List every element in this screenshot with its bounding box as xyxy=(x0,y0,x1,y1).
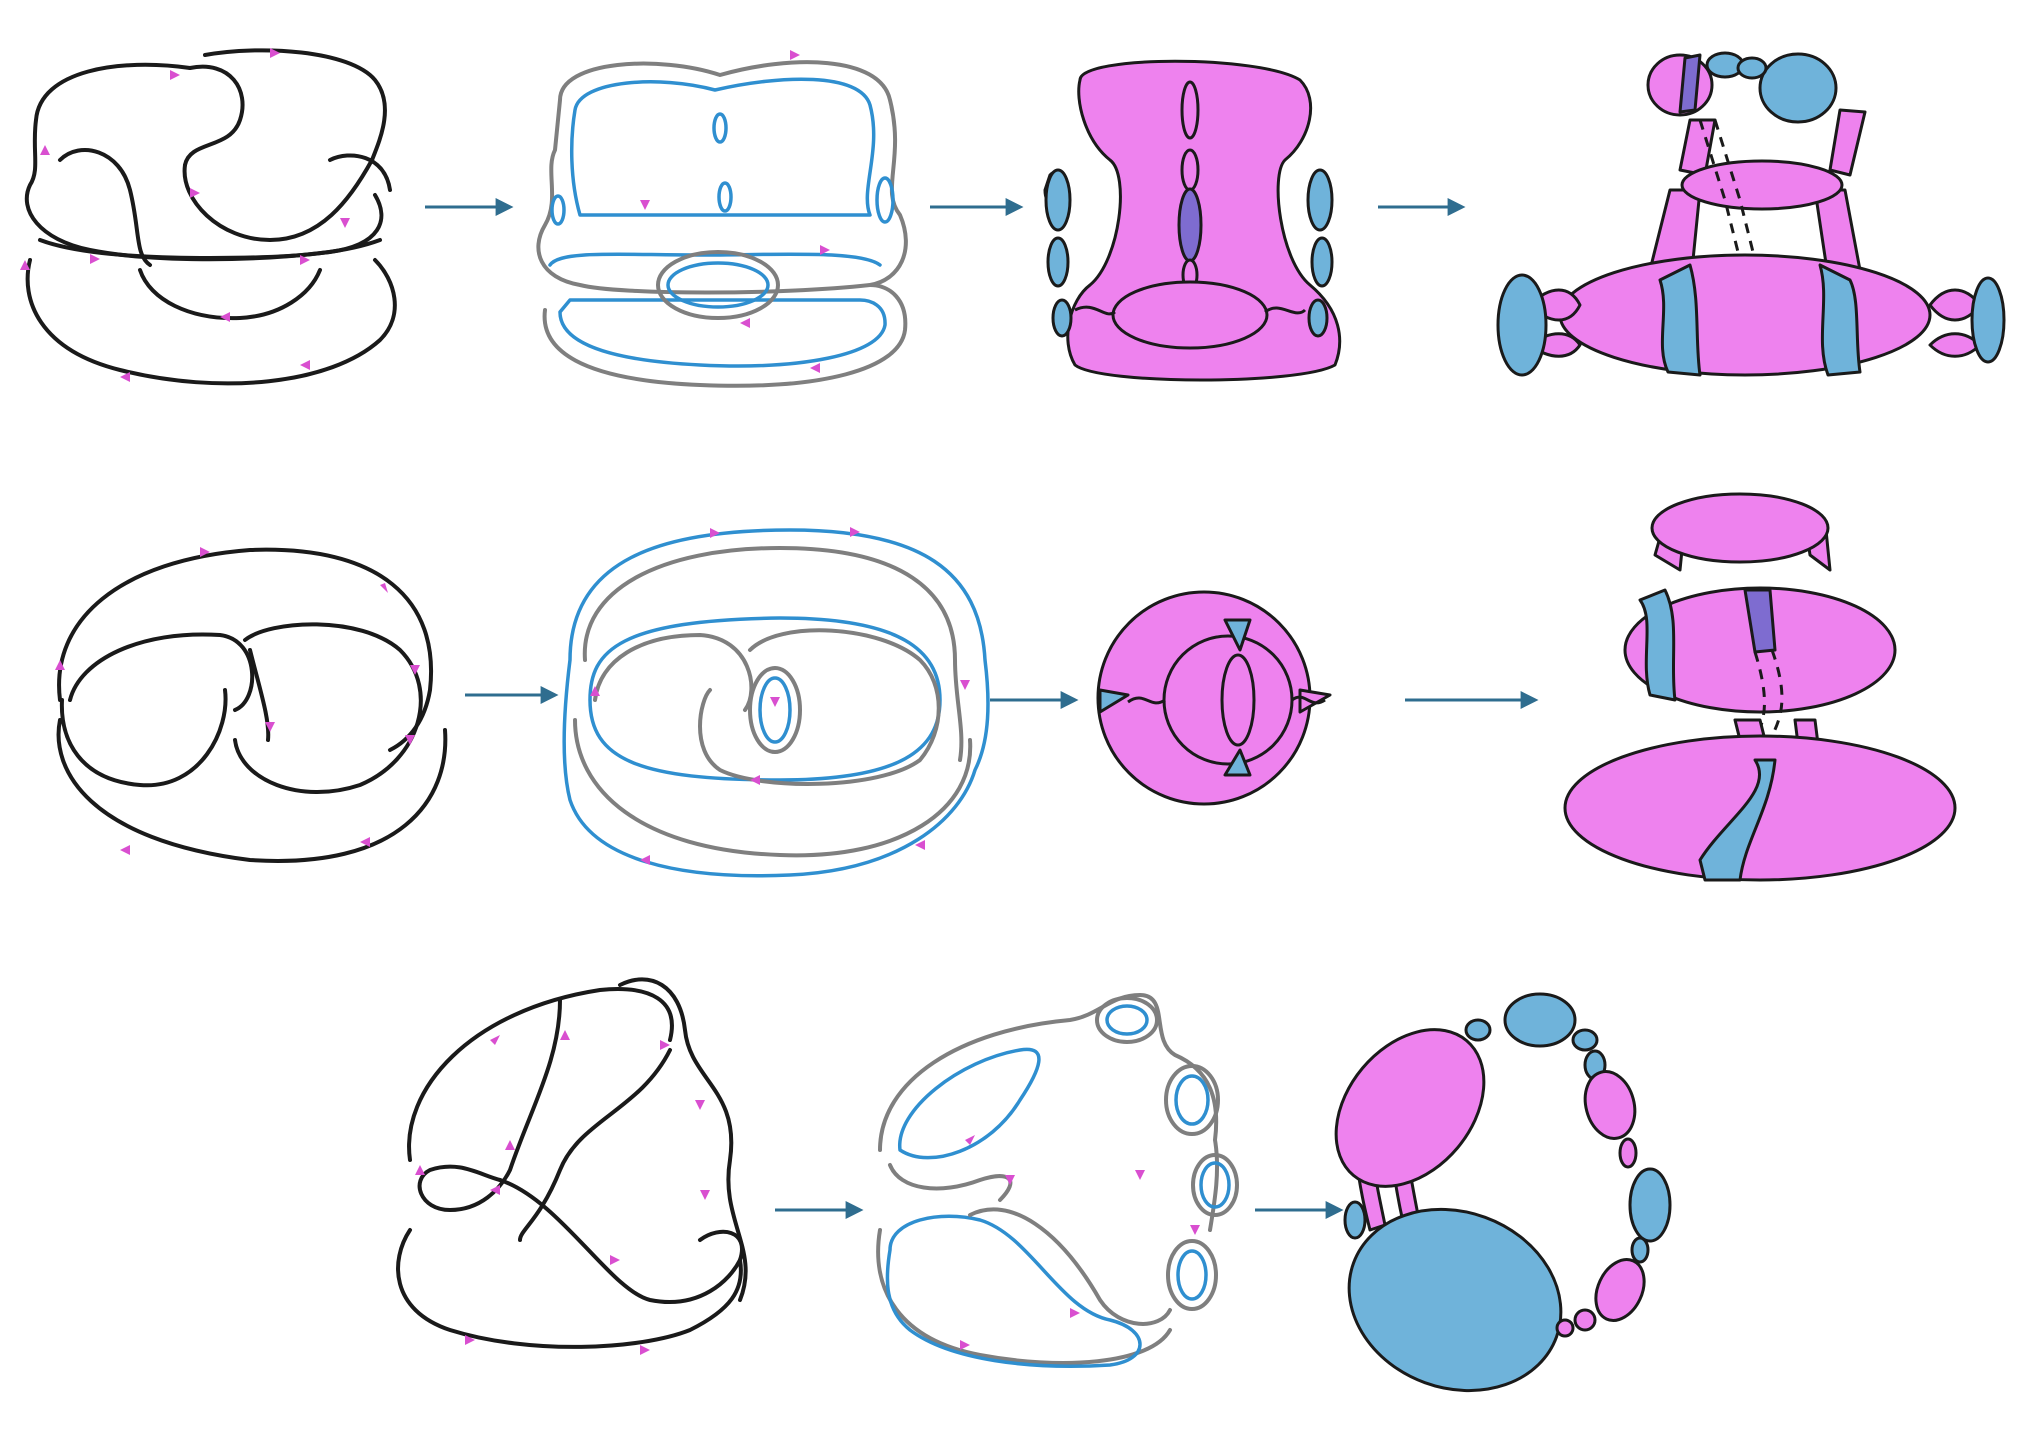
row2-seifert-circles xyxy=(562,527,990,878)
row-2 xyxy=(55,492,1957,882)
row1-knot-diagram xyxy=(20,48,397,386)
row1-disk-band-surface xyxy=(1496,51,2006,377)
row2-knot-diagram xyxy=(55,547,448,863)
row2-seifert-surface xyxy=(1096,590,1332,806)
row3-knot-diagram xyxy=(396,977,748,1355)
row3-disk-band-surface xyxy=(1334,992,1672,1393)
row3-seifert-circles xyxy=(876,993,1239,1368)
row2-disk-band-surface xyxy=(1563,492,1957,882)
row1-seifert-circles xyxy=(536,50,908,388)
row1-seifert-surface xyxy=(1043,59,1342,382)
row-3 xyxy=(396,977,1672,1393)
row-1 xyxy=(20,48,2006,388)
